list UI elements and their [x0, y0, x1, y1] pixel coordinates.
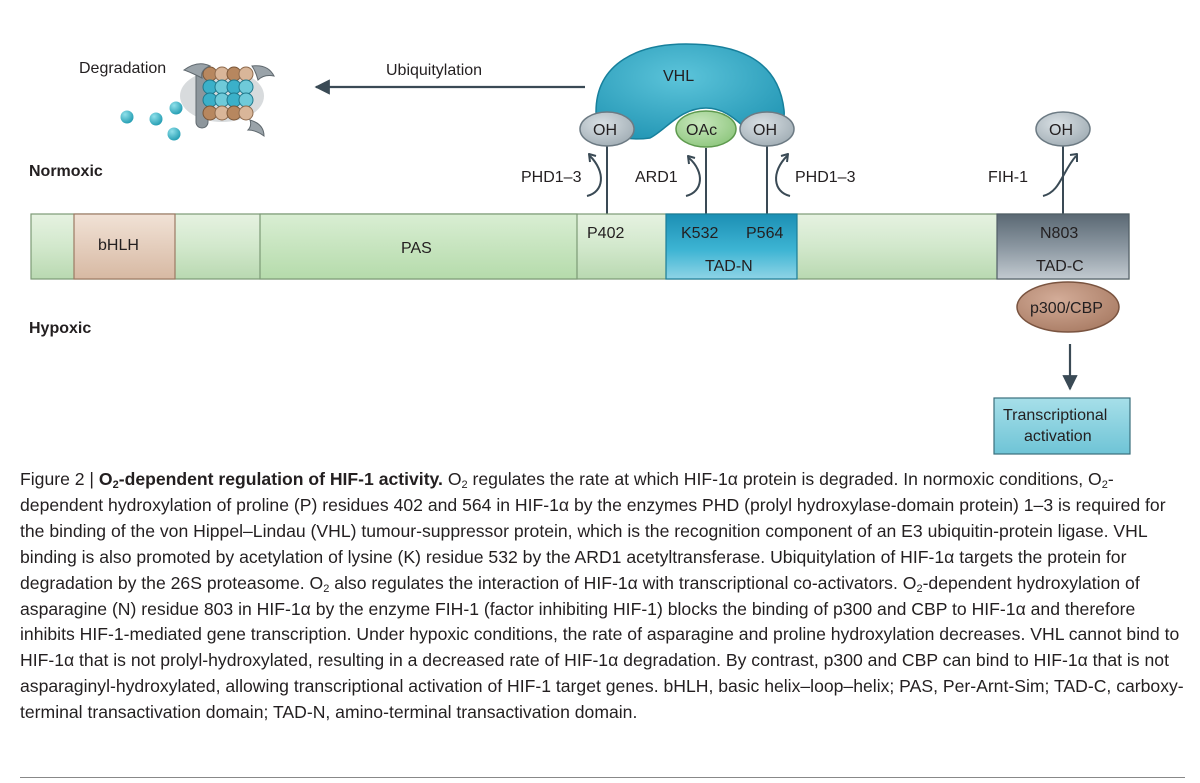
- figure-number: Figure 2 |: [20, 469, 95, 489]
- hypoxic-label: Hypoxic: [29, 320, 91, 337]
- p300-cbp-coactivator: [1016, 281, 1120, 333]
- p564-label: P564: [746, 225, 783, 242]
- bhlh-label: bHLH: [98, 237, 139, 254]
- oh-bubble-p564: [739, 111, 795, 147]
- figure-title: O2-dependent regulation of HIF-1 activit…: [98, 469, 443, 491]
- oh-label-p564: OH: [753, 122, 777, 139]
- hif1-regulation-diagram: Degradation Ubiquitylation VHL OH OAc OH…: [29, 43, 1131, 455]
- oh-label-n803: OH: [1049, 122, 1073, 139]
- oh-label-p402: OH: [593, 122, 617, 139]
- degradation-label: Degradation: [79, 60, 166, 77]
- pas-domain: [259, 213, 578, 280]
- tad-c-label: TAD-C: [1036, 258, 1084, 275]
- tad-c-domain: [996, 213, 1130, 280]
- modification-stems: [606, 145, 1064, 214]
- phd-left-label: PHD1–3: [521, 169, 582, 186]
- oac-bubble-k532: [675, 110, 737, 148]
- transcriptional-activation-box: [993, 397, 1131, 455]
- oac-label-k532: OAc: [686, 122, 717, 139]
- tad-n-label: TAD-N: [705, 258, 753, 275]
- p300-cbp-label: p300/CBP: [1030, 300, 1103, 317]
- n803-label: N803: [1040, 225, 1078, 242]
- ubiquitylation-label: Ubiquitylation: [386, 62, 482, 79]
- hif1a-protein-bar: [30, 213, 1130, 280]
- fih1-label: FIH-1: [988, 169, 1028, 186]
- enzyme-arrows: [586, 153, 1078, 197]
- transcriptional-label: Transcriptional: [1003, 407, 1107, 424]
- bhlh-domain: [73, 213, 176, 280]
- proteasome-icon: [180, 63, 275, 138]
- pas-label: PAS: [401, 240, 432, 257]
- caption-rule: [20, 777, 1185, 778]
- figure-caption: Figure 2 | O2-dependent regulation of HI…: [20, 469, 1184, 723]
- activation-label: activation: [1024, 428, 1092, 445]
- vhl-label: VHL: [663, 68, 694, 85]
- k532-label: K532: [681, 225, 718, 242]
- degraded-peptide-dots: [120, 101, 183, 141]
- tad-n-domain: [665, 213, 798, 280]
- phd-right-label: PHD1–3: [795, 169, 856, 186]
- oh-bubble-p402: [579, 111, 635, 147]
- ard1-label: ARD1: [635, 169, 678, 186]
- p402-label: P402: [587, 225, 624, 242]
- normoxic-label: Normoxic: [29, 163, 103, 180]
- oh-bubble-n803: [1035, 111, 1091, 147]
